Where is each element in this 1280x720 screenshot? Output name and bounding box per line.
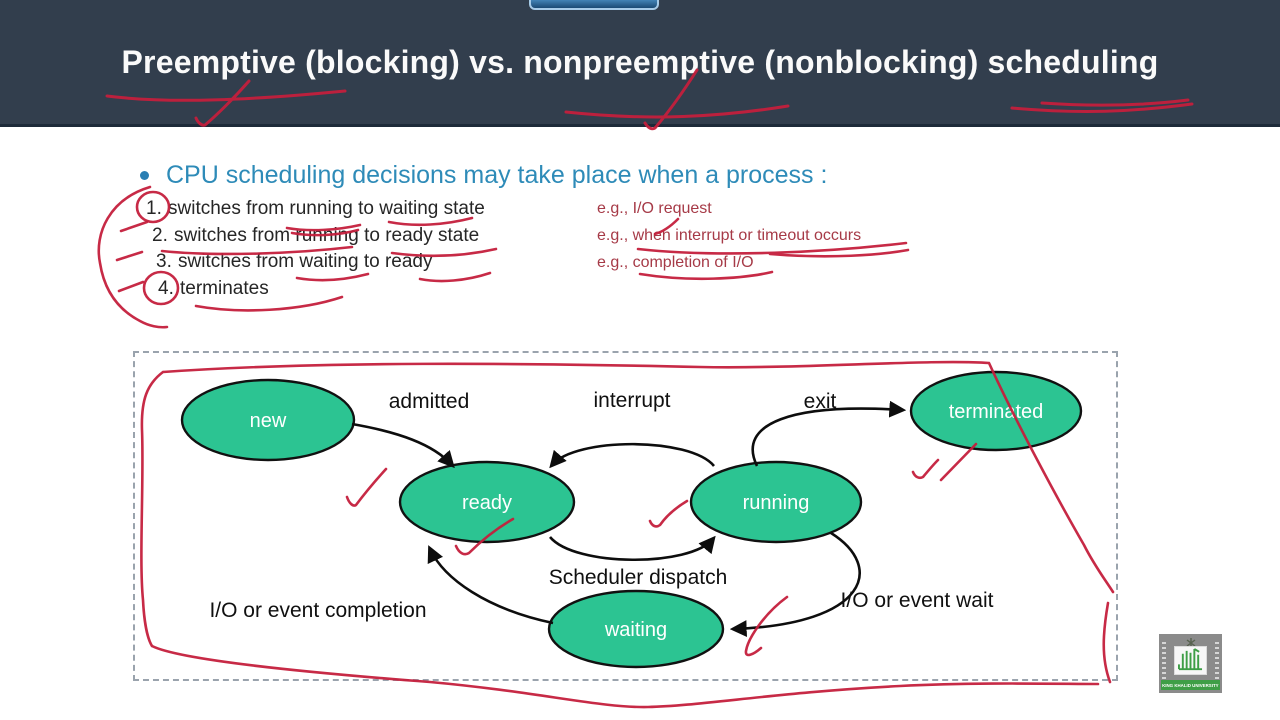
list-item-1-number: 1. [146,198,162,219]
logo-university-name-text: KING KHALID UNIVERSITY [1162,682,1219,688]
list-item-3: 3. switches from waiting to ready [156,251,433,273]
university-logo: KING KHALID UNIVERSITY [1159,634,1222,693]
bullet-heading: CPU scheduling decisions may take place … [140,161,827,190]
example-note-2: e.g., when interrupt or timeout occurs [597,227,862,244]
list-item-3-number: 3. [156,251,172,272]
list-item-4: 4. terminates [158,278,269,300]
example-note-3: e.g., completion of I/O [597,254,754,271]
saudi-emblem-icon [1184,635,1198,653]
bullet-heading-text: CPU scheduling decisions may take place … [166,161,828,189]
bullet-icon [140,171,149,180]
list-item-4-text: terminates [180,278,269,299]
logo-chain-right-icon [1215,642,1219,680]
kku-calligraphy-emblem-icon [1174,646,1207,675]
slide-title: Preemptive (blocking) vs. nonpreemptive … [121,44,1159,80]
slide-header: Preemptive (blocking) vs. nonpreemptive … [0,0,1280,127]
list-item-1: 1. switches from running to waiting state [146,198,485,220]
list-item-4-number: 4. [158,278,174,299]
example-note-1: e.g., I/O request [597,200,712,217]
logo-chain-left-icon [1162,642,1166,680]
list-item-3-text: switches from waiting to ready [178,251,433,272]
video-overlay-button[interactable] [529,0,659,10]
list-item-1-text: switches from running to waiting state [168,198,485,219]
logo-university-name: KING KHALID UNIVERSITY [1161,680,1220,690]
list-item-2: 2. switches from running to ready state [152,225,479,247]
list-item-2-number: 2. [152,225,168,246]
list-item-2-text: switches from running to ready state [174,225,480,246]
state-diagram-frame [133,351,1118,681]
